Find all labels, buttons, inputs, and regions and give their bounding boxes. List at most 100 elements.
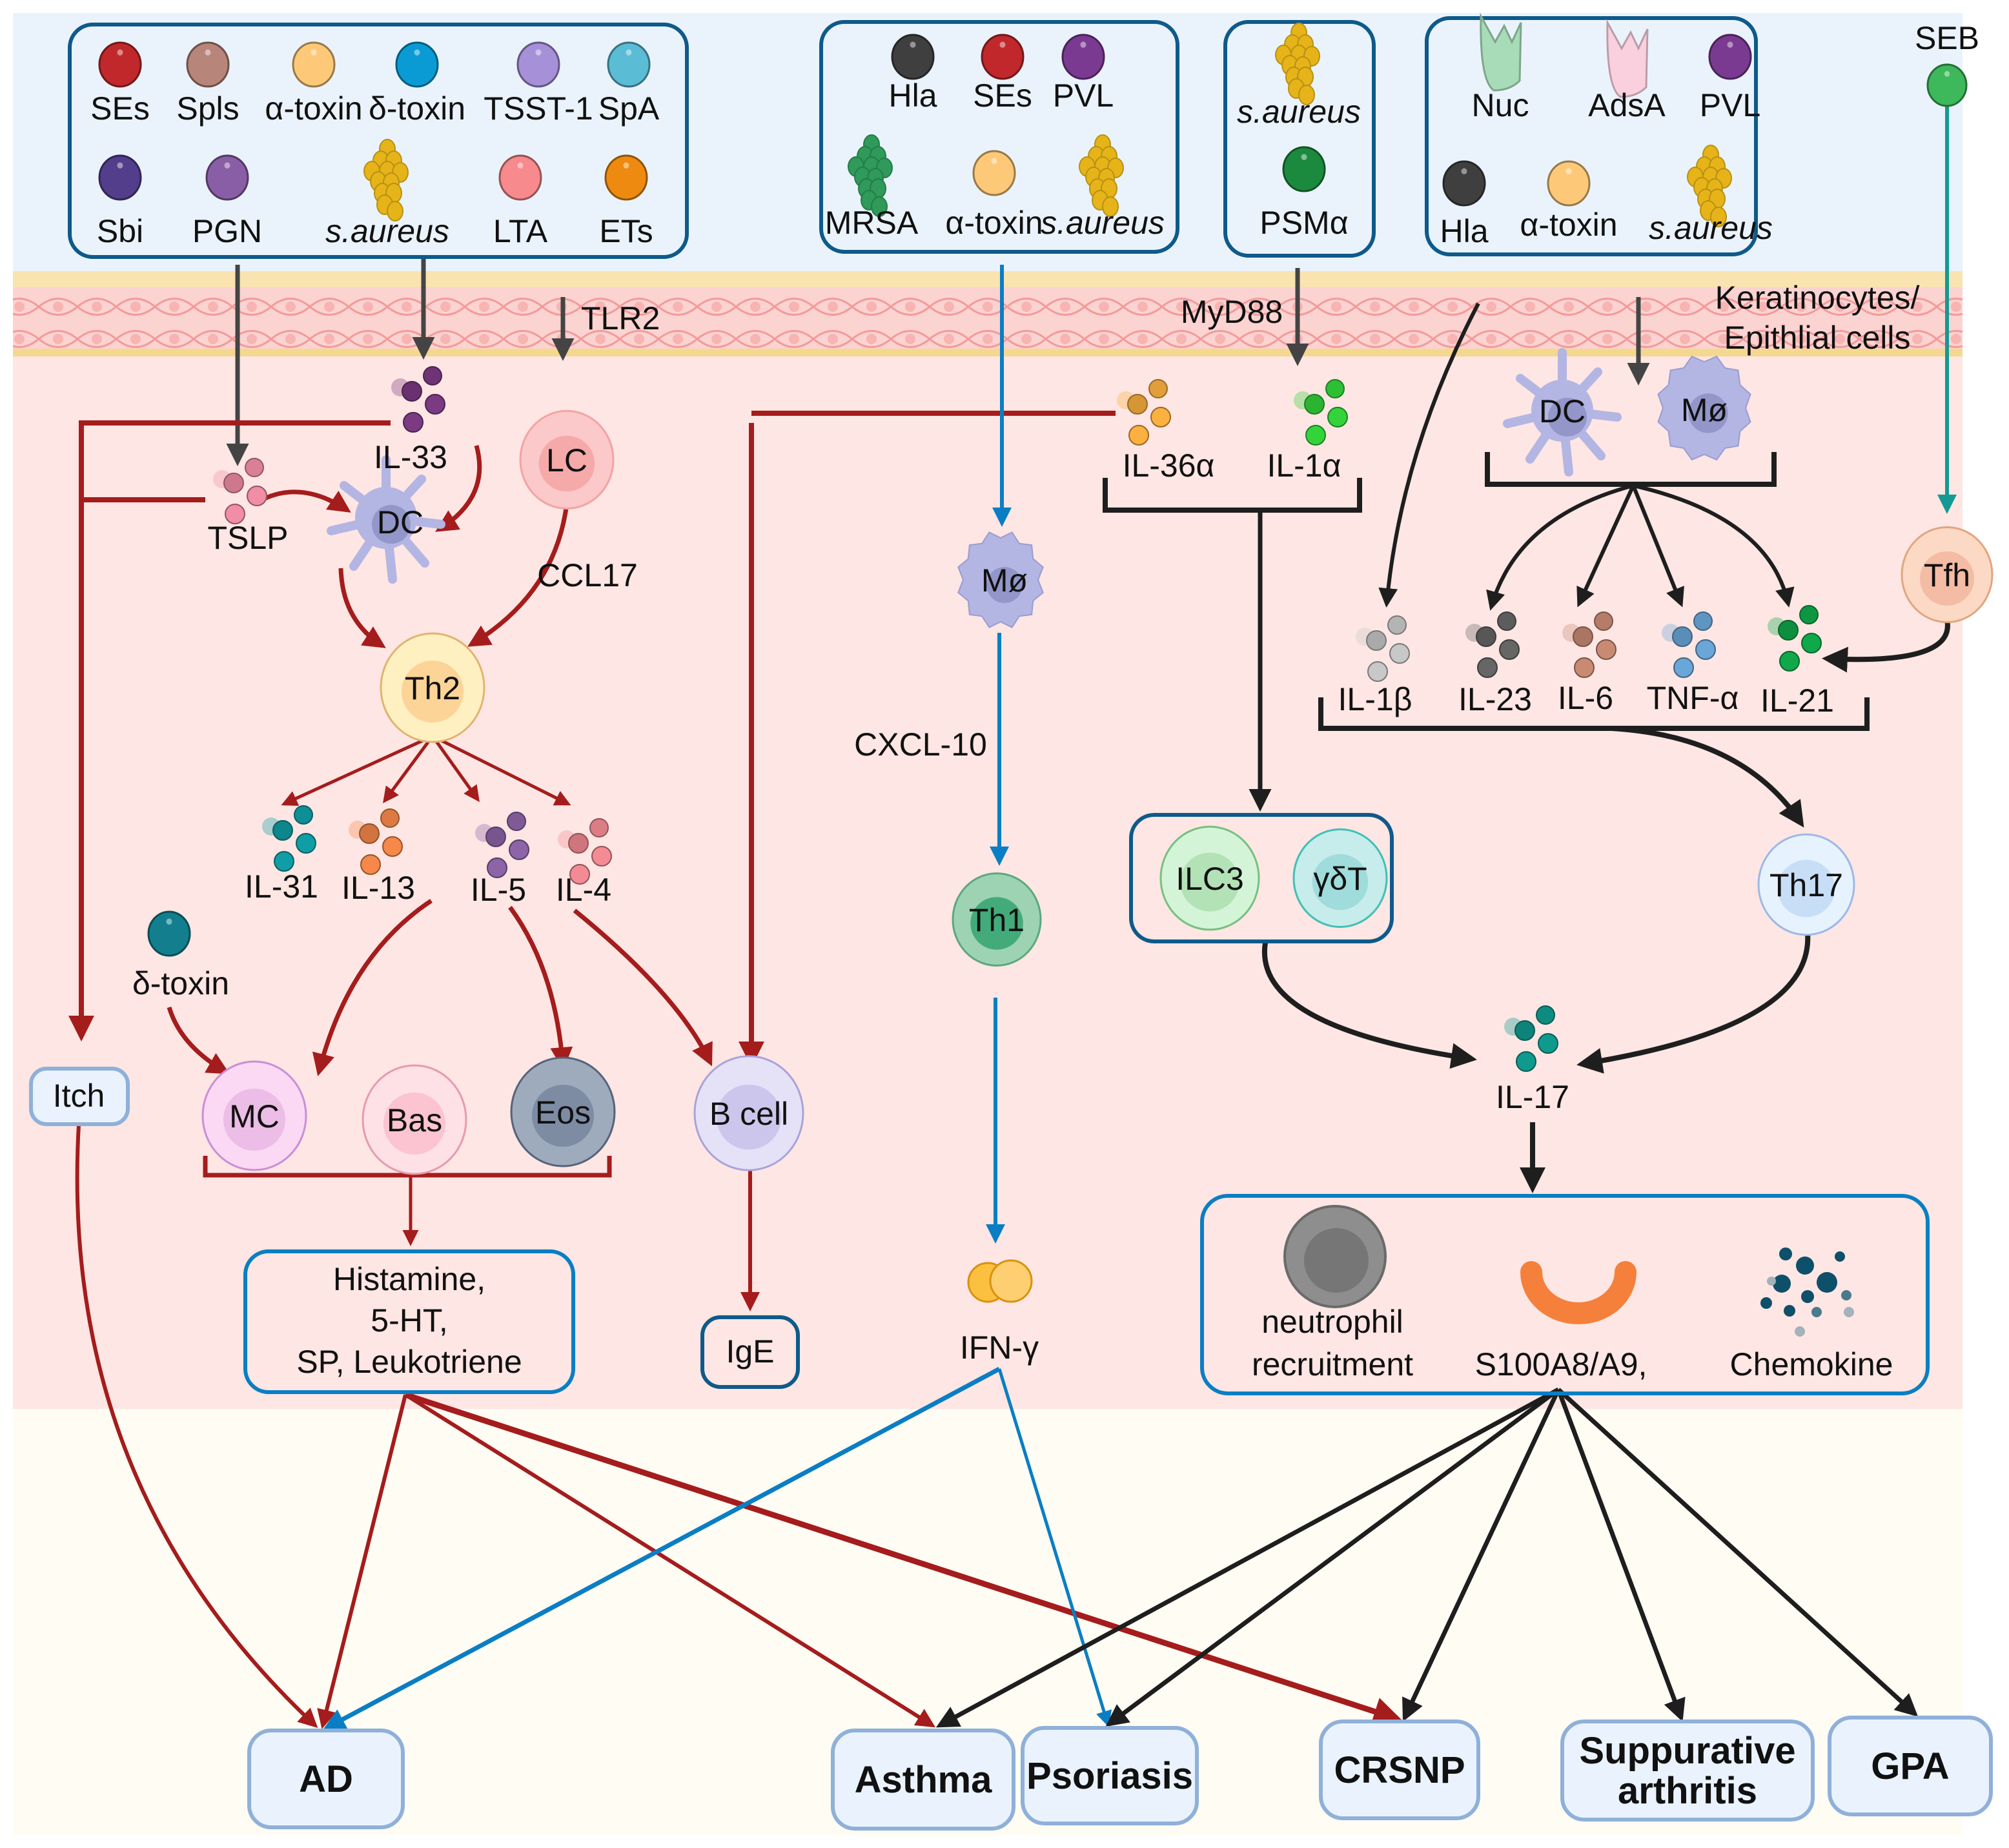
sphere-highlight [910,41,916,48]
sphere-highlight [1944,70,1950,77]
ets-sphere-icon [604,154,648,201]
ifng-label: IFN-γ [960,1330,1039,1366]
cell-nucleus [1312,854,1369,910]
dot [380,808,400,828]
dot [1477,657,1498,678]
s100-protein-icon [1520,1261,1637,1324]
sphere-highlight [311,49,317,56]
dot [1128,425,1149,446]
dot [1673,657,1694,678]
disease-label-suppurative-arthritis: Suppurative [1579,1730,1795,1772]
sphere-body [1061,34,1105,80]
chemokine-fragment [1801,1290,1814,1303]
coccus [387,201,403,221]
th17-to-il17-arrow [1576,932,1811,1074]
factor-to-il1b-arrow [1378,302,1480,608]
factor-label: PSMα [1259,205,1348,241]
cell-nucleus [1777,859,1835,918]
ilc3-to-il17-arrow [1261,942,1477,1069]
sphere-highlight [1727,41,1733,48]
factor-label: Spls [176,90,239,127]
il1b-label: IL-1β [1338,681,1412,717]
mediators-line: Histamine, [333,1261,485,1297]
dot [989,1259,1033,1303]
cell-nucleus [1920,551,1974,606]
sphere-highlight [117,162,123,169]
s-aureus-bacteria-cluster-icon [1079,134,1124,217]
cytokine-bracket [1318,697,1870,731]
dot [1304,394,1325,415]
-toxin-sphere-icon [972,150,1016,196]
cell-nucleus [532,1085,594,1147]
dc-to-th2-arrow [338,568,386,648]
neutrophil-nucleus [1304,1228,1369,1293]
sphere-highlight [517,162,524,169]
itch-label: Itch [53,1078,105,1114]
-toxin-sphere-icon [292,41,336,88]
tlr2-label: TLR2 [581,300,660,336]
factor-label: Hla [888,77,937,114]
disease-box-ad [247,1729,405,1829]
tfh-cell [1901,526,1994,623]
bracket-to-th17-arrow [1611,726,1804,828]
factor-label: AdsA [1588,87,1666,123]
il4-cytokine-icon [558,818,612,885]
dot [1367,661,1388,682]
il6-label: IL-6 [1558,680,1613,716]
il13-cytokine-icon [349,808,403,875]
sphere-body [891,34,935,80]
dc-right-label: DC [1539,393,1586,429]
lc-label: LC [546,442,587,478]
keratinocyte-layer [13,287,1963,352]
dot [1387,615,1407,635]
factor-label: Sbi [97,213,143,249]
factor-label: Nuc [1472,87,1529,123]
tnfa-cytokine-icon [1662,611,1716,678]
delta-toxin-label: δ-toxin [132,965,229,1001]
coccus [871,196,888,217]
disease-label-suppurative-arthritis: arthritis [1618,1770,1757,1812]
lc-cell [519,409,615,510]
cell-nucleus [402,661,464,723]
keratinocytes-label: Keratinocytes/ [1715,280,1920,316]
dot [245,458,264,477]
ilc3-cell [1159,825,1260,931]
dot [1779,651,1800,672]
factor-label: PVL [1700,87,1761,123]
disease-box-gpa [1828,1716,1993,1816]
mediators-line: 5-HT, [371,1302,447,1339]
dc-left-cell [327,455,445,584]
delta-toxin-sphere-icon [147,910,191,957]
pvl-sphere-icon [1061,34,1105,80]
granulocyte-bracket [203,1156,612,1178]
dot [568,833,589,854]
spls-sphere-icon [186,41,230,88]
sphere-highlight [626,49,632,56]
macrophage-nucleus [1688,393,1728,433]
factor-box-3 [1223,20,1376,258]
sphere-highlight [1461,168,1467,175]
dot [1516,1051,1536,1072]
dot [1799,605,1819,624]
dc-nucleus [372,505,411,544]
factor-label: Hla [1440,213,1488,249]
factor-label: δ-toxin [369,90,465,127]
cell-nucleus [383,1093,445,1155]
il17-cytokine-icon [1504,1005,1558,1072]
itch-box [29,1067,130,1126]
sphere-highlight [205,49,211,56]
tsst-1-sphere-icon [516,41,560,88]
coccus [1710,207,1727,227]
dot [1514,1020,1535,1041]
factor-label: s.aureus [1237,94,1361,130]
dot [294,805,313,825]
to-il6-arrow [1576,484,1635,608]
chemokine-fragment [1767,1277,1776,1286]
dot [359,823,380,844]
sphere-body [98,154,142,201]
th1-label: Th1 [969,902,1025,938]
dot [591,846,612,867]
chemokine-label: Chemokine [1730,1346,1893,1382]
itch-to-ad-arrow [75,1124,318,1729]
